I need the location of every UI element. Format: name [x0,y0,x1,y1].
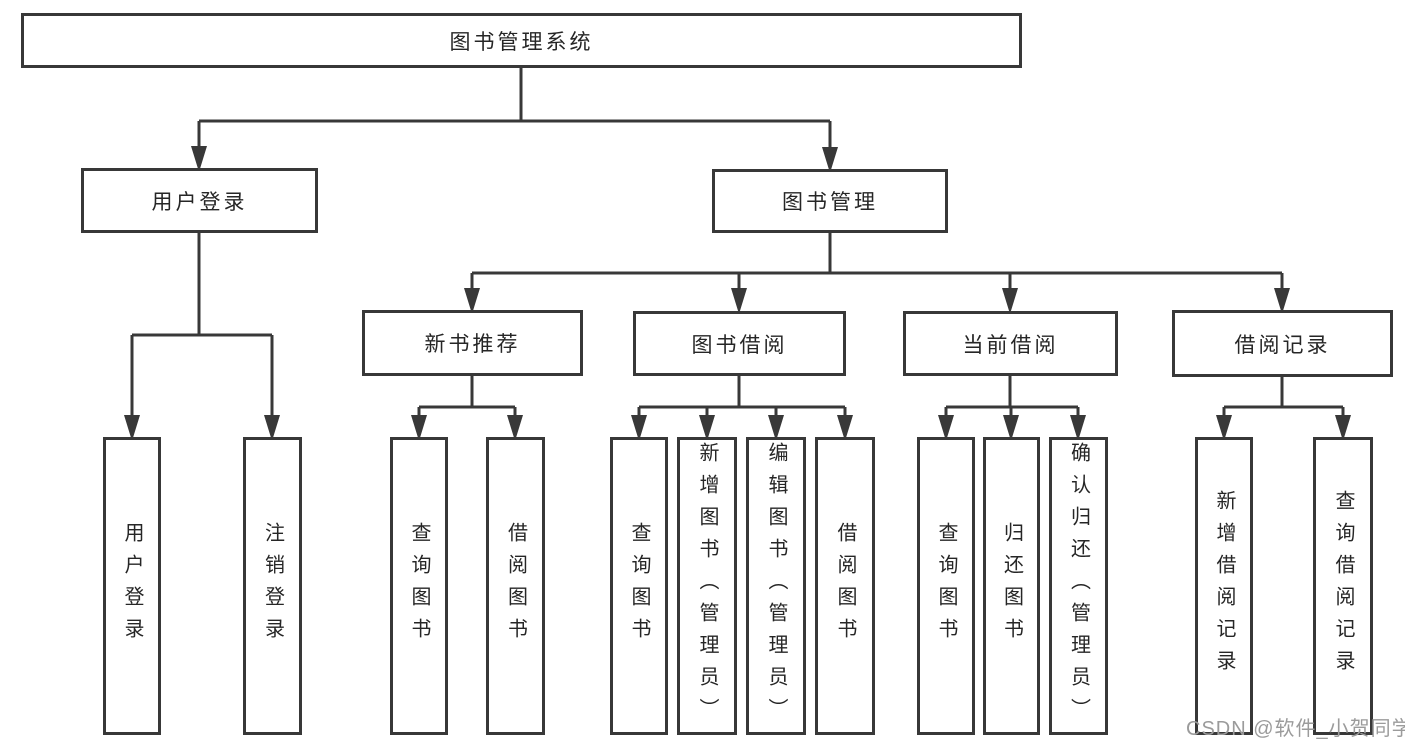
node-label: 注销登录 [261,522,284,650]
node-label: 图书管理系统 [449,30,594,54]
node-label: 借阅图书 [504,522,527,650]
node-label: 查询借阅记录 [1332,490,1354,682]
node-label: 用户登录 [121,522,143,650]
node-current-borrowing: 当前借阅 [903,311,1118,376]
node-user-login: 用户登录 [81,168,318,233]
leaf-bb-add-books-admin: 新增图书（管理员） [677,437,737,735]
leaf-rec-borrow-books: 借阅图书 [486,437,545,735]
leaf-rec-query-books: 查询图书 [390,437,448,735]
connector-path [130,68,1345,419]
node-label: 借阅图书 [834,522,856,650]
node-label: 用户登录 [151,190,248,214]
node-new-book-recommend: 新书推荐 [362,310,583,376]
leaf-br-query-record: 查询借阅记录 [1313,437,1373,735]
node-label: 当前借阅 [962,333,1059,357]
node-label: 查询图书 [935,522,957,650]
node-label: 新书推荐 [424,333,521,356]
node-label: 查询图书 [408,522,430,650]
node-label: 图书借阅 [691,333,788,357]
leaf-br-add-record: 新增借阅记录 [1195,437,1253,735]
node-label: 归还图书 [1000,522,1023,650]
watermark: CSDN @软件_小贺同学 [1186,718,1405,740]
leaf-cb-return-books: 归还图书 [983,437,1040,735]
node-label: 编辑图书（管理员） [765,442,787,730]
node-label: 确认归还（管理员） [1067,442,1090,730]
leaf-user-login: 用户登录 [103,437,161,735]
node-borrowing-records: 借阅记录 [1172,310,1393,377]
node-label: 新增图书（管理员） [696,442,718,730]
node-library-system: 图书管理系统 [21,13,1022,68]
leaf-cb-query-books: 查询图书 [917,437,975,735]
node-label: 借阅记录 [1234,333,1331,357]
node-label: 新增借阅记录 [1213,490,1235,682]
node-book-management: 图书管理 [712,169,948,233]
leaf-bb-edit-books-admin: 编辑图书（管理员） [746,437,806,735]
leaf-logout-login: 注销登录 [243,437,302,735]
node-label: 图书管理 [782,191,878,214]
leaf-bb-borrow-books: 借阅图书 [815,437,875,735]
node-book-borrowing: 图书借阅 [633,311,846,376]
arrowhead-icons [124,146,1351,441]
node-label: 查询图书 [628,522,650,650]
leaf-bb-query-books: 查询图书 [610,437,668,735]
leaf-cb-confirm-return-admin: 确认归还（管理员） [1049,437,1108,735]
